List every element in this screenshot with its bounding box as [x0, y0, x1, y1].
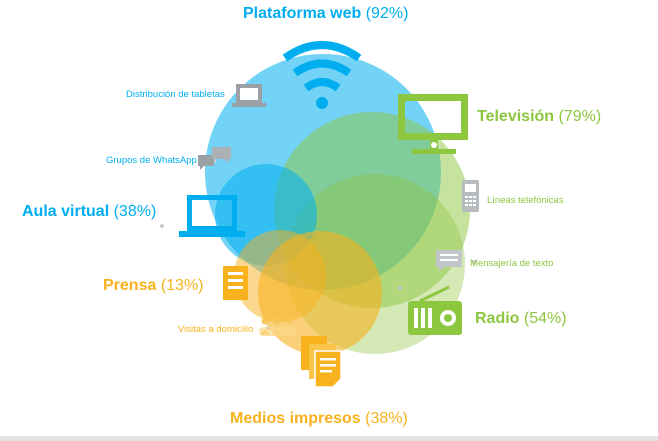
label-visitas-domicilio: Visitas a domicilio: [178, 324, 254, 335]
newspaper-icon: [223, 266, 248, 300]
label-distribucion-tabletas: Distribución de tabletas: [126, 89, 225, 100]
circle-prensa: [234, 230, 326, 322]
label-grupos-whatsapp: Grupos de WhatsApp: [106, 155, 197, 166]
label-radio-name: Radio: [475, 310, 520, 327]
label-radio-pct: (54%): [523, 310, 567, 327]
label-plataforma-web-name: Plataforma web: [243, 5, 362, 22]
label-plataforma-web-pct: (92%): [365, 5, 409, 22]
laptop-icon: [179, 195, 245, 237]
label-medios-impresos-name: Medios impresos: [230, 410, 361, 427]
phone-icon: [462, 180, 479, 212]
label-medios-impresos: Medios impresos (38%): [230, 410, 408, 428]
label-television: Televisión (79%): [477, 108, 601, 126]
label-prensa-pct: (13%): [160, 277, 204, 294]
label-television-name: Televisión: [477, 108, 555, 125]
documents-icon: [301, 336, 342, 388]
label-aula-virtual-pct: (38%): [113, 203, 157, 220]
label-plataforma-web: Plataforma web (92%): [243, 5, 408, 23]
label-aula-virtual: Aula virtual (38%): [22, 203, 156, 221]
label-television-pct: (79%): [558, 108, 602, 125]
label-prensa-name: Prensa: [103, 277, 157, 294]
label-lineas-telefonicas: Líneas telefónicas: [487, 195, 564, 206]
message-icon: [436, 250, 462, 272]
people-icon: [259, 317, 296, 336]
television-icon: [398, 94, 468, 154]
label-mensajeria-texto: Mensajería de texto: [470, 258, 554, 269]
label-prensa: Prensa (13%): [103, 277, 204, 295]
radio-icon: [408, 285, 462, 335]
tablet-icon: [232, 84, 266, 107]
bottom-divider: [0, 436, 658, 441]
chat-bubbles-icon: [198, 147, 231, 170]
label-medios-impresos-pct: (38%): [365, 410, 408, 427]
label-radio: Radio (54%): [475, 310, 567, 328]
wifi-icon: [282, 41, 362, 109]
label-aula-virtual-name: Aula virtual: [22, 203, 110, 220]
